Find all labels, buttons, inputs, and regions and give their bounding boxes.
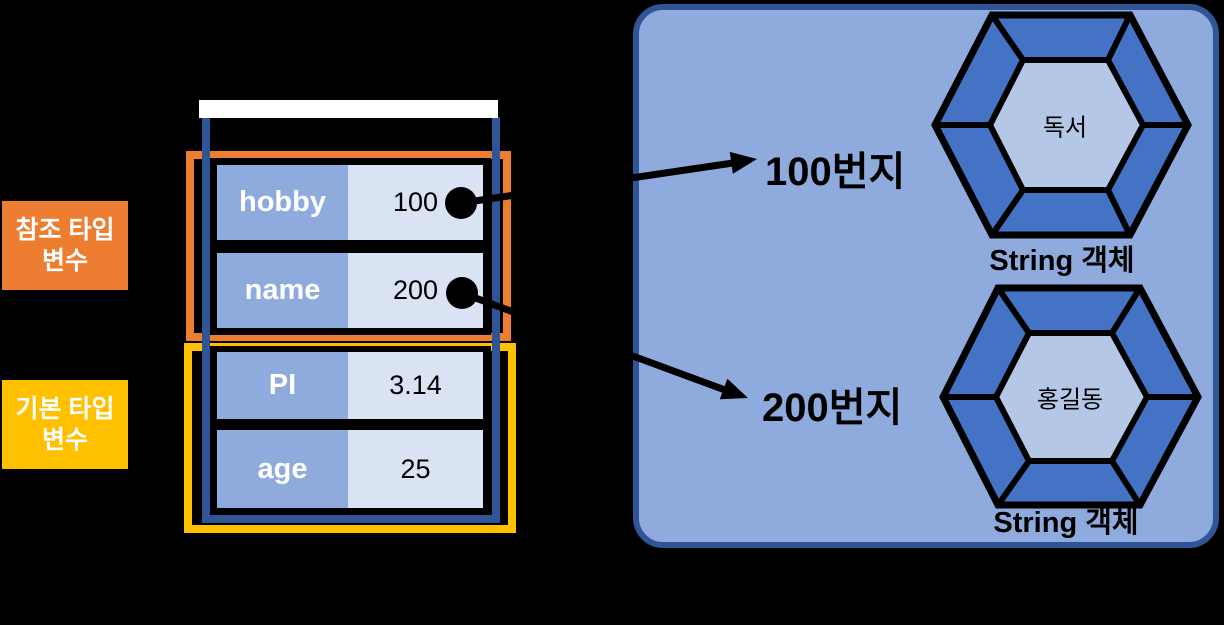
reference-group-outline xyxy=(186,151,511,341)
reference-type-label-line1: 참조 타입 xyxy=(15,215,115,244)
primitive-type-label-line2: 변수 xyxy=(41,425,88,454)
table-row: name 200 xyxy=(217,253,483,328)
primitive-type-label: 기본 타입 변수 xyxy=(2,380,128,469)
variable-name-cell: name xyxy=(217,253,348,328)
string-object-caption: String 객체 xyxy=(989,245,1135,277)
variable-value-cell: 100 xyxy=(348,165,483,240)
stack-right-wall xyxy=(492,117,500,523)
variable-value-cell: 3.14 xyxy=(348,352,483,419)
address-label-200: 200번지 xyxy=(762,386,903,430)
table-row: age 25 xyxy=(217,430,483,508)
reference-type-label-line2: 변수 xyxy=(41,246,88,275)
string-object-value: 독서 xyxy=(1042,114,1088,142)
variable-name-cell: PI xyxy=(217,352,348,419)
table-row: PI 3.14 xyxy=(217,352,483,419)
variable-value-cell: 200 xyxy=(348,253,483,328)
stack-top-bar xyxy=(199,100,498,118)
reference-type-label: 참조 타입 변수 xyxy=(2,201,128,290)
table-row: hobby 100 xyxy=(217,165,483,240)
primitive-type-label-line1: 기본 타입 xyxy=(15,394,115,423)
variable-name-cell: hobby xyxy=(217,165,348,240)
string-object-caption: String 객체 xyxy=(993,507,1139,539)
address-label-100: 100번지 xyxy=(765,150,906,194)
variable-value-cell: 25 xyxy=(348,430,483,508)
variable-name-cell: age xyxy=(217,430,348,508)
stack-left-wall xyxy=(202,117,210,523)
string-object-value: 홍길동 xyxy=(1036,386,1104,414)
stack-bottom-wall xyxy=(202,515,500,523)
